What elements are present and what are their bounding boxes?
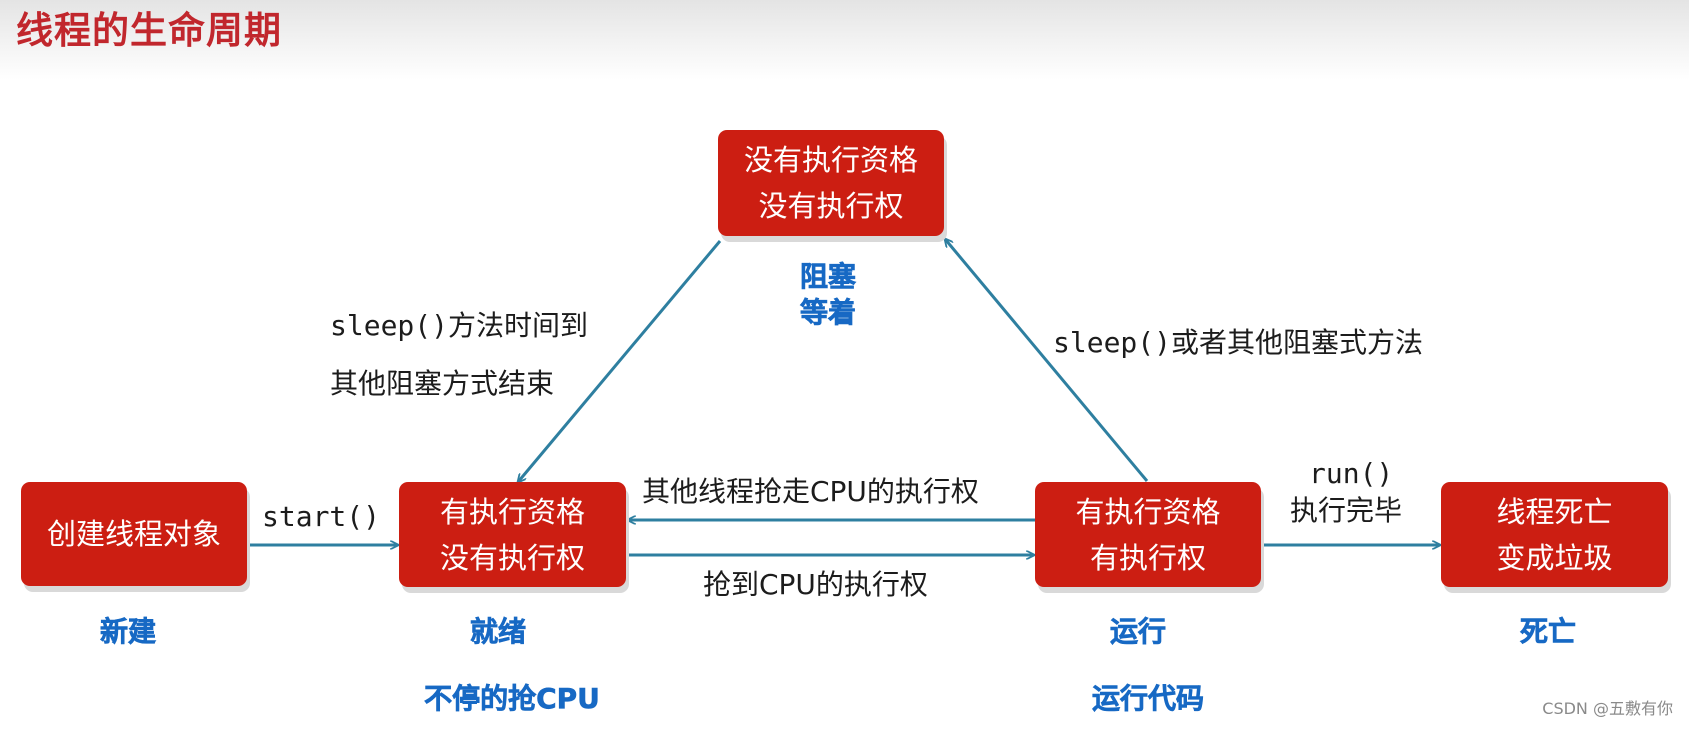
state-new-text: 创建线程对象 [46, 517, 221, 551]
state-dead-line2: 变成垃圾 [1496, 540, 1613, 575]
arrow-unblock [518, 240, 722, 482]
transition-label-preempted: 其他线程抢走CPU的执行权 [642, 475, 979, 508]
transition-label-finish-2: 执行完毕 [1290, 494, 1403, 527]
state-label-dead: 死亡 [1519, 615, 1577, 649]
transition-label-unblock-2: 其他阻塞方式结束 [330, 367, 555, 400]
state-runnable-line2: 没有执行权 [439, 540, 585, 575]
state-label-new: 新建 [99, 615, 157, 649]
arrow-to-blocked [945, 239, 1149, 482]
page-title: 线程的生命周期 [16, 9, 282, 52]
watermark: CSDN @五敷有你 [1542, 699, 1673, 718]
state-box-runnable: 有执行资格 没有执行权 [399, 482, 626, 587]
state-label-runnable: 就绪 [469, 615, 527, 649]
state-box-blocked: 没有执行资格 没有执行权 [718, 130, 944, 236]
state-label-running: 运行 [1109, 615, 1167, 649]
state-box-running: 有执行资格 有执行权 [1035, 482, 1261, 587]
state-sublabel-runnable: 不停的抢CPU [424, 682, 600, 716]
state-blocked-line1: 没有执行资格 [743, 143, 918, 177]
transition-label-start: start() [262, 500, 381, 533]
transition-label-acquire-cpu: 抢到CPU的执行权 [703, 568, 928, 601]
state-runnable-line1: 有执行资格 [439, 494, 585, 529]
state-dead-line1: 线程死亡 [1496, 494, 1613, 529]
state-blocked-line2: 没有执行权 [758, 189, 904, 223]
state-box-new: 创建线程对象 [21, 482, 247, 586]
state-label-blocked-1: 阻塞 [799, 260, 857, 294]
transition-label-to-blocked: sleep()或者其他阻塞式方法 [1053, 326, 1424, 359]
transition-label-finish-1: run() [1309, 457, 1394, 490]
state-label-blocked-2: 等着 [799, 296, 857, 330]
state-running-line2: 有执行权 [1089, 540, 1206, 575]
state-sublabel-running: 运行代码 [1091, 682, 1205, 716]
state-running-line1: 有执行资格 [1075, 494, 1221, 529]
state-box-dead: 线程死亡 变成垃圾 [1441, 482, 1668, 587]
title-bar [0, 0, 1689, 80]
transition-label-unblock-1: sleep()方法时间到 [330, 309, 589, 342]
